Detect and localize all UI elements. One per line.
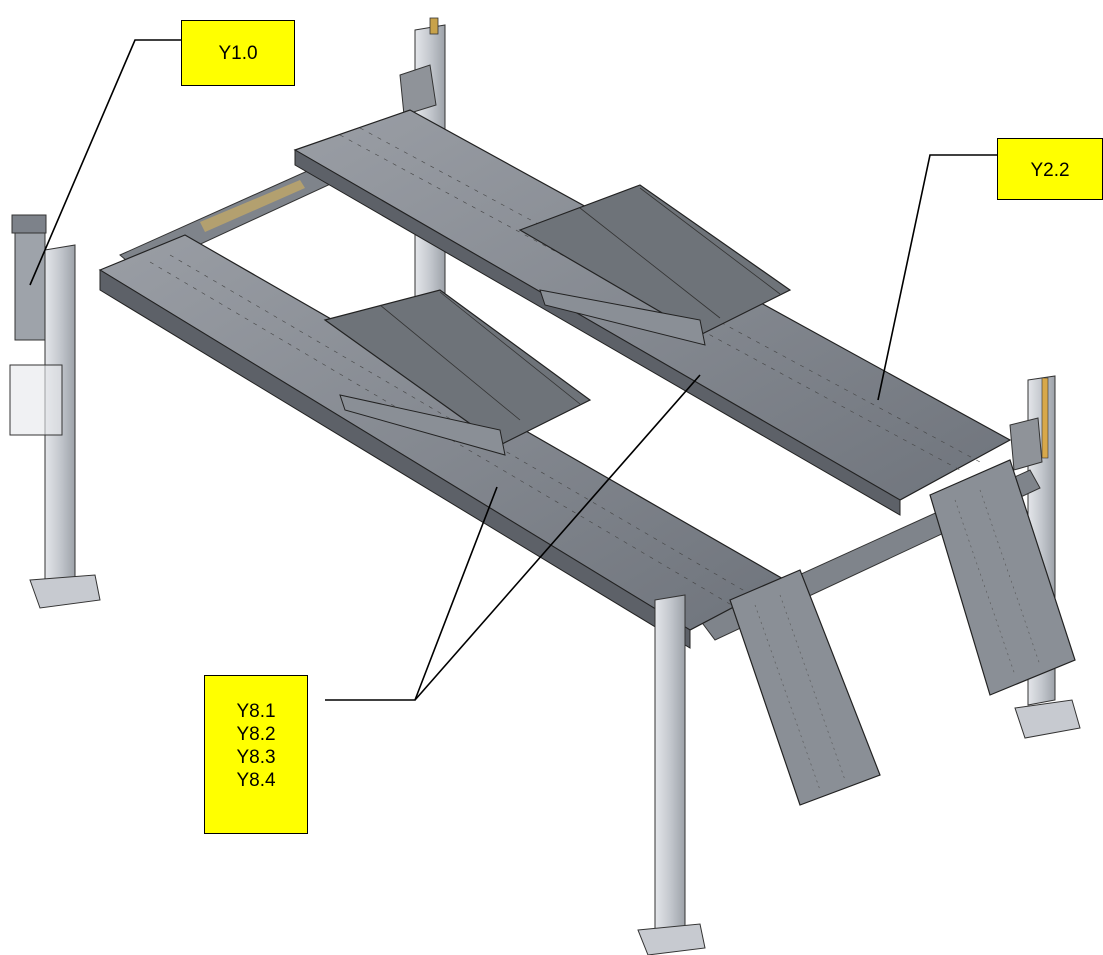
callout-y8-1-text: Y8.1 <box>236 701 276 722</box>
right-ramp <box>929 459 1076 696</box>
callout-y1-0-text: Y1.0 <box>218 43 258 64</box>
callout-y2-2: Y2.2 <box>997 138 1103 200</box>
leader-lines <box>29 39 997 701</box>
leader-y22 <box>877 154 997 401</box>
leader-y10 <box>29 39 181 286</box>
callout-y8-2-text: Y8.2 <box>236 724 276 745</box>
leader-y8 <box>325 486 498 701</box>
right-jacking-beam <box>518 184 792 346</box>
left-jacking-beam <box>323 289 592 456</box>
callout-y8: Y8.1 Y8.2 Y8.3 Y8.4 <box>204 675 308 834</box>
leader-y8-branch <box>414 374 701 701</box>
callout-y2-2-text: Y2.2 <box>1030 160 1070 181</box>
callout-y8-4-text: Y8.4 <box>236 770 276 791</box>
callout-y1-0: Y1.0 <box>181 20 295 86</box>
front-right-column <box>637 594 706 955</box>
callout-y8-3-text: Y8.3 <box>236 747 276 768</box>
control-box <box>9 364 63 436</box>
left-ramp <box>729 569 881 806</box>
power-unit-motor <box>11 214 47 341</box>
